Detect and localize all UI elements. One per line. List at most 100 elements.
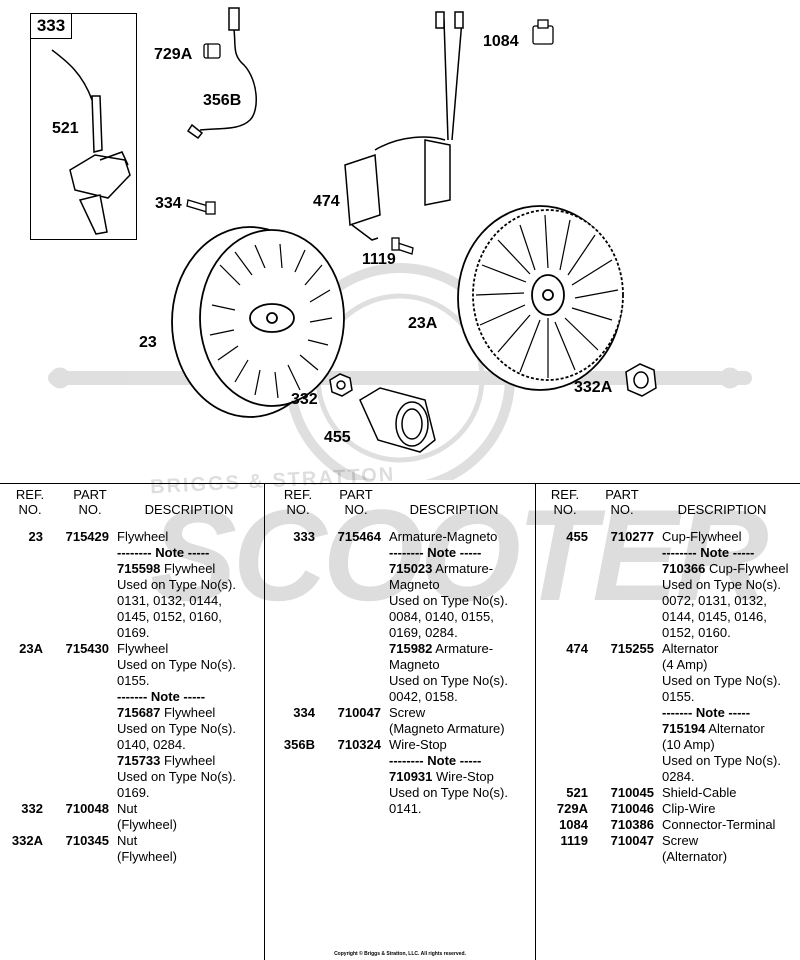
description-line: 0131, 0132, 0144,: [117, 593, 222, 608]
exploded-parts-diagram: 333 729A 356B 1084 521 334 474 1119 23 2…: [30, 7, 752, 480]
alt-part-line: 715687 Flywheel: [117, 705, 236, 721]
description-line: Flywheel: [117, 529, 169, 544]
alt-part-no: 715687: [117, 705, 161, 720]
description-line: Armature-Magneto: [389, 529, 498, 544]
description-line: 0042, 0158.: [389, 689, 458, 704]
flywheel-23a-drawing: [457, 205, 624, 391]
callout-23: 23: [139, 334, 157, 351]
description-line: (Flywheel): [117, 817, 177, 832]
header-ref-1: REF.: [283, 487, 313, 502]
part-description: Flywheel-------- Note -----715598 Flywhe…: [117, 529, 236, 641]
description-line: 0284.: [662, 769, 695, 784]
note-separator: -------- Note -----: [662, 545, 755, 560]
description-line: Used on Type No(s).: [117, 721, 236, 736]
description-line: (4 Amp): [662, 657, 708, 672]
diagram-drawing: [48, 7, 752, 480]
description-line: Used on Type No(s).: [389, 785, 508, 800]
box-label-333: 333: [30, 13, 72, 39]
description-line: 0072, 0131, 0132,: [662, 593, 767, 608]
alt-part-no: 710931: [389, 769, 433, 784]
callout-332a: 332A: [574, 379, 613, 396]
callout-356b: 356B: [203, 92, 242, 109]
part-no: 715464: [337, 529, 381, 544]
callout-23a: 23A: [408, 315, 438, 332]
ref-no: 1084: [559, 817, 588, 832]
alt-part-no: 715733: [117, 753, 161, 768]
part-description: Connector-Terminal: [662, 817, 775, 833]
description-line: 0155.: [117, 673, 150, 688]
description-line: Magneto: [389, 577, 440, 592]
part-no: 715429: [65, 529, 109, 544]
part-description: Alternator(4 Amp)Used on Type No(s).0155…: [662, 641, 781, 785]
ref-no: 455: [566, 529, 588, 544]
clip-wire-drawing: [203, 43, 221, 59]
ref-no: 333: [293, 529, 315, 544]
description-line: Used on Type No(s).: [662, 753, 781, 768]
description-line: 0144, 0145, 0146,: [662, 609, 767, 624]
header-part-2: PART: [605, 487, 639, 502]
description-line: Clip-Wire: [662, 801, 716, 816]
part-no: 710045: [610, 785, 654, 800]
description-line: Used on Type No(s).: [662, 673, 781, 688]
part-no: 710386: [610, 817, 654, 832]
alternator-drawing: [344, 11, 464, 241]
part-description: Cup-Flywheel-------- Note -----710366 Cu…: [662, 529, 789, 641]
description-line: Nut: [117, 833, 138, 848]
ref-no: 332A: [11, 833, 43, 848]
part-no: 710345: [65, 833, 109, 848]
part-no: 715430: [65, 641, 109, 656]
description-line: (10 Amp): [662, 737, 715, 752]
description-line: 0169.: [117, 625, 150, 640]
description-line: 0169, 0284.: [389, 625, 458, 640]
description-line: 0169.: [117, 785, 150, 800]
nut-332-drawing: [329, 373, 353, 397]
description-line: 0155.: [662, 689, 695, 704]
header-part-no-2: NO.: [610, 502, 634, 517]
part-no: 710047: [610, 833, 654, 848]
note-separator: ------- Note -----: [662, 705, 751, 720]
nut-332a-drawing: [625, 363, 657, 397]
note-separator: -------- Note -----: [389, 753, 482, 768]
description-line: Alternator: [662, 641, 719, 656]
alt-part-desc: Armature-: [435, 561, 494, 576]
ref-no: 729A: [556, 801, 588, 816]
header-ref-2: REF.: [550, 487, 580, 502]
part-description: Shield-Cable: [662, 785, 736, 801]
alt-part-line: 715733 Flywheel: [117, 753, 236, 769]
description-line: Used on Type No(s).: [117, 769, 236, 784]
part-no: 710046: [610, 801, 654, 816]
ref-no: 23A: [19, 641, 43, 656]
alt-part-line: 710366 Cup-Flywheel: [662, 561, 789, 577]
alt-part-line: 715982 Armature-: [389, 641, 508, 657]
column-divider-2: [535, 483, 536, 960]
part-no: 710047: [337, 705, 381, 720]
callout-1119: 1119: [362, 251, 396, 268]
alt-part-no: 710366: [662, 561, 706, 576]
header-description-0: DESCRIPTION: [144, 502, 234, 517]
description-line: Used on Type No(s).: [117, 657, 236, 672]
callout-455: 455: [324, 429, 351, 446]
screw-1119-drawing: [391, 237, 414, 255]
part-description: Screw(Alternator): [662, 833, 727, 865]
callout-521: 521: [52, 120, 79, 137]
header-part-1: PART: [339, 487, 373, 502]
description-line: 0084, 0140, 0155,: [389, 609, 494, 624]
description-line: Shield-Cable: [662, 785, 737, 800]
description-line: 0145, 0152, 0160,: [117, 609, 222, 624]
alt-part-no: 715194: [662, 721, 706, 736]
description-line: (Flywheel): [117, 849, 177, 864]
part-description: Nut(Flywheel): [117, 801, 177, 833]
header-ref-0: REF.: [15, 487, 45, 502]
header-description-2: DESCRIPTION: [677, 502, 767, 517]
description-line: Connector-Terminal: [662, 817, 776, 832]
description-line: (Alternator): [662, 849, 728, 864]
alt-part-no: 715982: [389, 641, 433, 656]
description-line: (Magneto Armature): [389, 721, 505, 736]
alt-part-desc: Alternator: [708, 721, 765, 736]
callout-332: 332: [291, 391, 318, 408]
flywheel-23-drawing: [171, 226, 345, 418]
description-line: Flywheel: [117, 641, 169, 656]
alt-part-no: 715023: [389, 561, 433, 576]
alt-part-desc: Armature-: [435, 641, 494, 656]
